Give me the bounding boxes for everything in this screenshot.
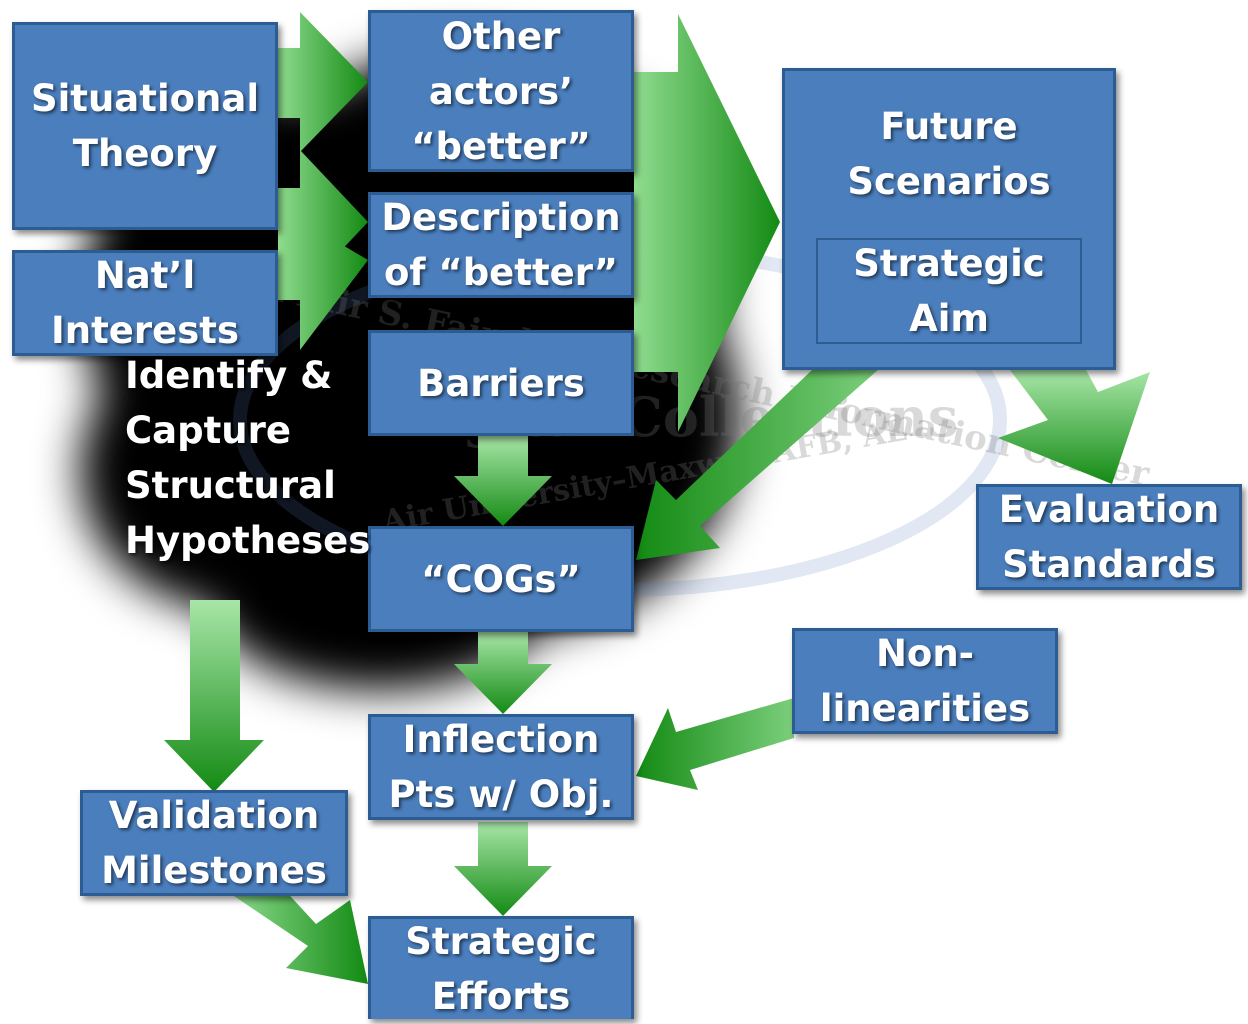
arrow-inflection-to-efforts xyxy=(454,822,552,916)
node-other-actors-better: Other actors’ “better” xyxy=(368,10,634,172)
arrow-theory-to-other-actors xyxy=(278,12,368,152)
node-inflection-pts: Inflection Pts w/ Obj. xyxy=(368,714,634,820)
arrow-interests-to-description xyxy=(278,220,368,350)
node-description-of-better: Description of “better” xyxy=(368,192,634,298)
node-strategic-efforts: Strategic Efforts xyxy=(368,916,634,1019)
arrow-nonlinearities-to-inflection xyxy=(636,698,794,790)
arrow-cogs-to-inflection xyxy=(454,632,552,714)
node-future-scenarios: Future Scenarios xyxy=(782,68,1116,370)
node-validation-milestones: Validation Milestones xyxy=(80,790,348,896)
node-non-linearities: Non- linearities xyxy=(792,628,1058,734)
arrow-to-future-scenarios xyxy=(634,14,780,432)
node-strategic-aim: Strategic Aim xyxy=(816,238,1082,344)
node-evaluation-standards: Evaluation Standards xyxy=(976,484,1242,590)
arrow-barriers-to-cogs xyxy=(454,436,552,526)
node-natl-interests: Nat’l Interests xyxy=(12,250,278,356)
arrow-future-to-cogs xyxy=(636,370,878,560)
node-situational-theory: Situational Theory xyxy=(12,22,278,230)
cloud-label-structural-hypotheses: Identify & Capture Structural Hypotheses xyxy=(125,354,371,562)
node-barriers: Barriers xyxy=(368,330,634,436)
future-scenarios-label: Future Scenarios xyxy=(847,105,1051,203)
arrow-future-to-evaluation xyxy=(998,370,1150,484)
node-cogs: “COGs” xyxy=(368,526,634,632)
arrow-validation-to-efforts xyxy=(228,872,368,984)
arrow-cloud-to-validation xyxy=(164,600,264,792)
